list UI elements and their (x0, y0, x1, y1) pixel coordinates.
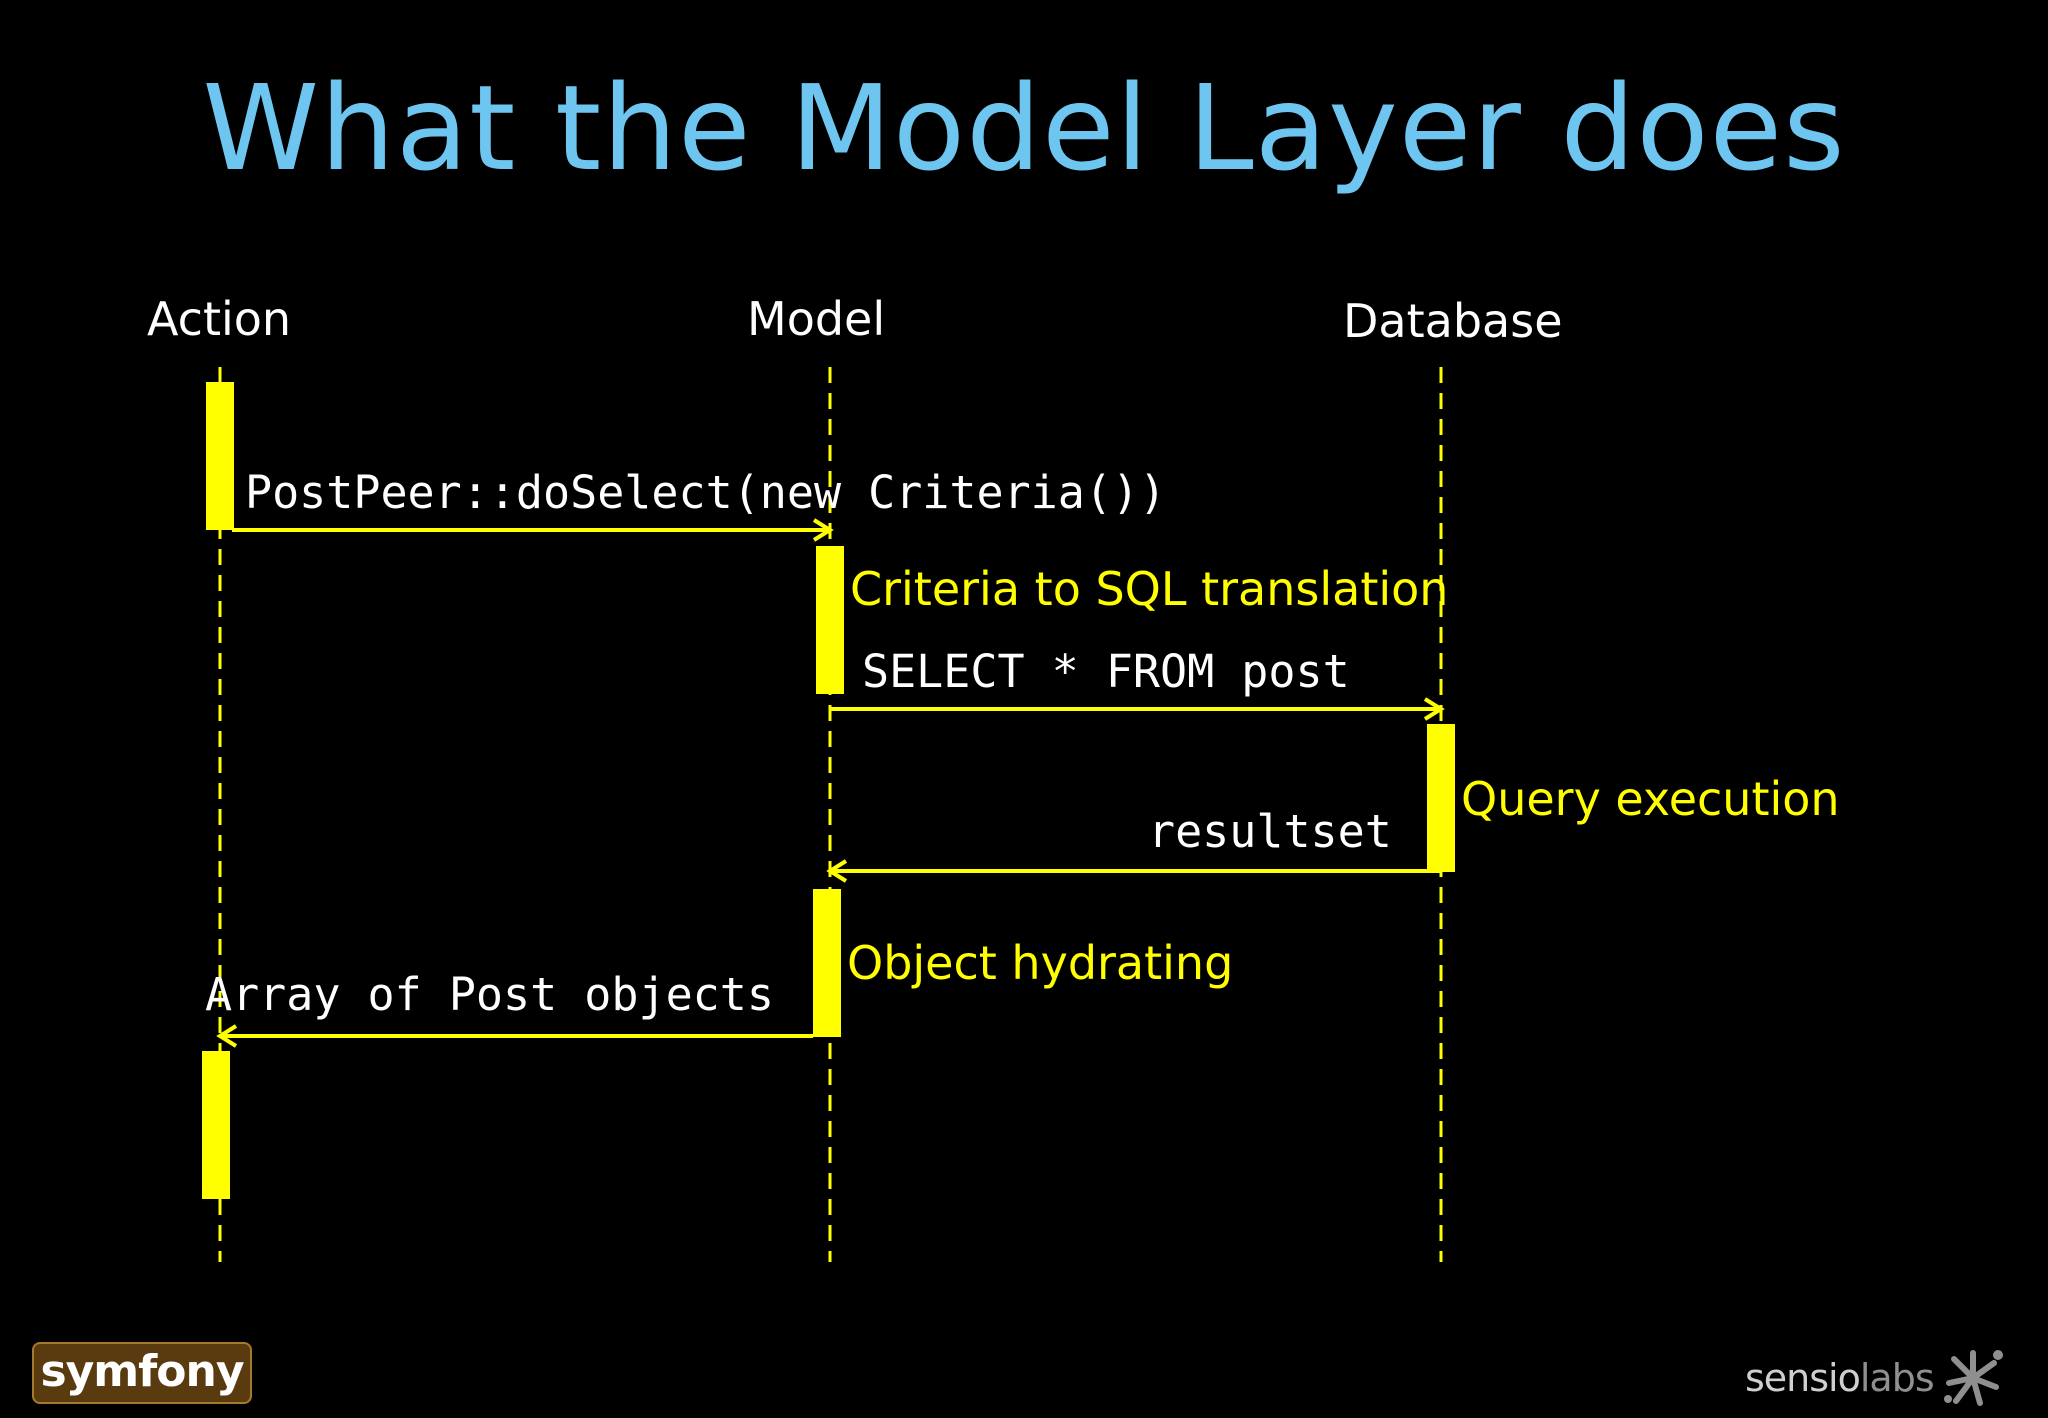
activation-action-2 (202, 1051, 230, 1199)
activation-model-2 (813, 889, 841, 1037)
step-label-object-hydrating: Object hydrating (847, 936, 1234, 990)
message-label-resultset: resultset (1148, 805, 1392, 858)
asterisk-logo-icon (1943, 1350, 2003, 1406)
message-label-doselect: PostPeer::doSelect(new Criteria()) (245, 466, 1167, 519)
activation-model-1 (816, 546, 844, 694)
message-arrows (216, 518, 1445, 1048)
lifeline-label-action: Action (147, 292, 292, 346)
lifeline-label-database: Database (1343, 294, 1563, 348)
arrow-head-resultset (826, 859, 848, 883)
lifeline-label-model: Model (747, 292, 886, 346)
message-label-select: SELECT * FROM post (862, 645, 1350, 698)
arrow-head-select (1423, 697, 1445, 721)
step-label-query-execution: Query execution (1461, 772, 1840, 826)
arrow-head-doselect (812, 518, 834, 542)
symfony-logo: symfony (32, 1342, 252, 1404)
activation-bars (202, 382, 1455, 1199)
step-label-criteria-to-sql: Criteria to SQL translation (850, 562, 1449, 616)
sensiolabs-logo-text-sensio: sensio (1745, 1356, 1861, 1400)
message-label-array: Array of Post objects (205, 968, 774, 1021)
arrow-head-array (216, 1024, 238, 1048)
activation-action-1 (206, 382, 234, 530)
sensiolabs-logo-text-labs: labs (1859, 1356, 1935, 1400)
activation-database-1 (1427, 724, 1455, 872)
slide-title: What the Model Layer does (202, 59, 1846, 197)
